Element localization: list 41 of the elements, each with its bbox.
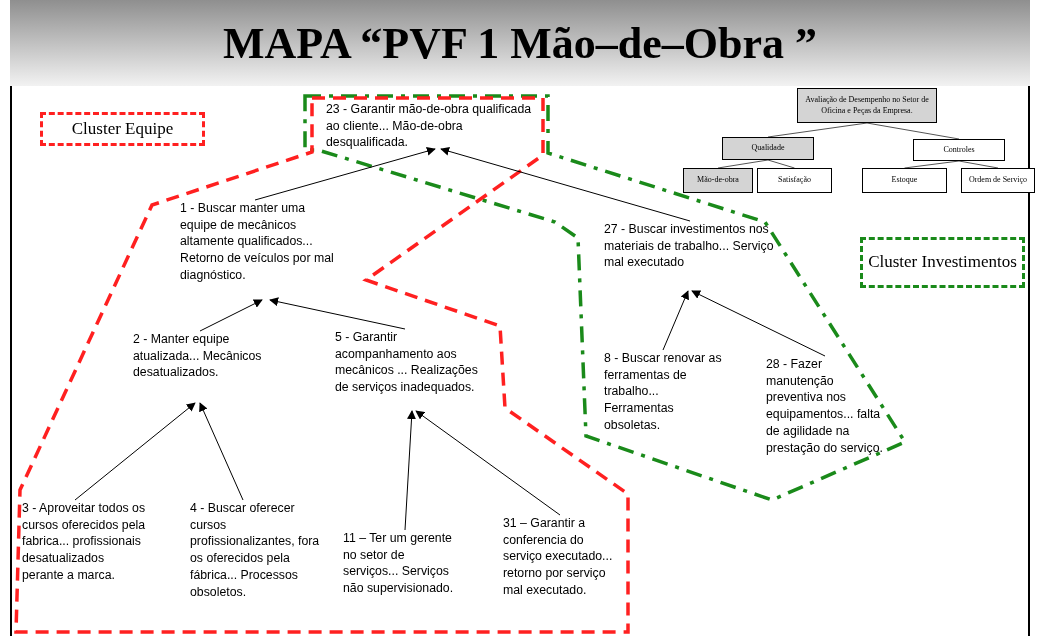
hierarchy-box: [757, 168, 832, 193]
arrow: [662, 290, 689, 351]
arrow: [269, 297, 406, 330]
arrow: [691, 290, 826, 357]
cluster-label: Cluster Equipe: [71, 118, 174, 140]
arrow: [415, 410, 561, 516]
hierarchy-box: [961, 168, 1035, 193]
objective-text: 11 – Ter um gerente no setor de serviços... Serviços não supervisionado.: [343, 530, 463, 612]
cluster-label-box: [860, 237, 1025, 288]
objective-text: 31 – Garantir a conferencia do serviço executado... retorno por serviço mal executado.: [503, 515, 623, 631]
objective-text: 23 - Garantir mão-de-obra qualificada ao cliente... Mão-de-obra desqualificada.: [326, 101, 542, 152]
hierarchy-label: Controles: [943, 144, 975, 156]
objective-text: 2 - Manter equipe atualizada... Mecânicos desatualizados.: [133, 331, 265, 403]
hierarchy-box: [722, 137, 814, 160]
hierarchy-label: Mão-de-obra: [697, 175, 739, 186]
objective-text: 8 - Buscar renovar as ferramentas de trabalho... Ferramentas obsoletas.: [604, 350, 728, 434]
connector-line: [767, 159, 795, 169]
hierarchy-label: Satisfação: [778, 175, 811, 186]
cluster-label: Cluster Investimentos: [868, 252, 1017, 273]
objective-text: 4 - Buscar oferecer cursos profissionalizantes, fora os oferecidos pela fábrica... Processos obsoletos.: [190, 500, 320, 625]
hierarchy-box: [683, 168, 753, 193]
arrow: [254, 146, 436, 201]
hierarchy-label: Estoque: [891, 175, 918, 186]
hierarchy-label: Avaliação de Desempenho no Setor de Oficina e Peças da Empresa.: [804, 95, 930, 116]
title: MAPA “PVF 1 Mão–de–Obra ”: [222, 18, 818, 69]
arrow: [440, 146, 691, 222]
objective-text: 1 - Buscar manter uma equipe de mecânicos altamente qualificados... Retorno de veículos por mal diagnóstico.: [180, 200, 338, 300]
objective-text: 28 - Fazer manutenção preventiva nos equipamentos... falta de agilidade na prestação do serviço.: [766, 356, 886, 472]
arrow: [74, 402, 196, 501]
arrow: [199, 299, 263, 332]
arrow: [199, 402, 244, 501]
cluster-label-box: [40, 112, 205, 146]
hierarchy-box: [913, 139, 1005, 161]
objective-text: 5 - Garantir acompanhamento aos mecânicos ... Realizações de serviços inadequados.: [335, 329, 487, 411]
objective-text: 3 - Aproveitar todos os cursos oferecidos pela fabrica... profissionais desatualizados perante a marca.: [22, 500, 146, 616]
arrow: [404, 410, 416, 531]
hierarchy-label: Ordem de Serviço: [968, 175, 1028, 186]
hierarchy-box: [797, 88, 937, 123]
objective-text: 27 - Buscar investimentos nos materiais de trabalho... Serviço mal executado: [604, 221, 776, 291]
hierarchy-label: Qualidade: [751, 143, 785, 154]
hierarchy-box: [862, 168, 947, 193]
